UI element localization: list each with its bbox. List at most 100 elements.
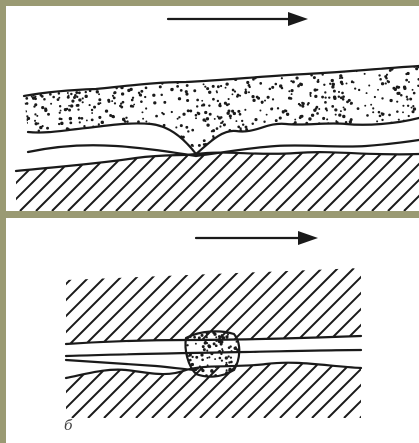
stipple-dot bbox=[153, 101, 156, 104]
stipple-dot bbox=[179, 143, 182, 146]
stipple-dot bbox=[337, 134, 340, 137]
stipple-dot bbox=[313, 130, 315, 132]
hatch-line bbox=[356, 151, 416, 211]
stipple-dot bbox=[159, 85, 162, 88]
hatch-line bbox=[38, 268, 114, 344]
stipple-dot bbox=[393, 137, 396, 140]
stipple-dot bbox=[32, 96, 35, 99]
stipple-dot bbox=[178, 97, 181, 100]
panel-label: б bbox=[64, 418, 73, 434]
stipple-dot bbox=[83, 78, 85, 80]
stipple-dot bbox=[74, 78, 77, 81]
hatch-line bbox=[344, 360, 402, 418]
stipple-dot bbox=[289, 70, 292, 73]
hatch-line bbox=[40, 360, 98, 418]
stipple-dot bbox=[208, 76, 211, 79]
stipple-dot bbox=[49, 93, 52, 96]
stipple-dot bbox=[257, 97, 260, 100]
stipple-dot bbox=[227, 377, 230, 380]
stipple-dot bbox=[215, 344, 218, 347]
stipple-dot bbox=[408, 115, 410, 117]
stipple-dot bbox=[275, 119, 278, 122]
stipple-dot bbox=[110, 76, 112, 78]
stipple-dot bbox=[227, 71, 230, 74]
stipple-dot bbox=[152, 94, 155, 97]
stipple-dot bbox=[291, 93, 293, 95]
stipple-dot bbox=[223, 123, 226, 126]
stipple-dot bbox=[406, 96, 408, 98]
stipple-dot bbox=[224, 155, 226, 157]
stipple-dot bbox=[380, 127, 383, 130]
stipple-dot bbox=[381, 82, 384, 85]
stipple-dot bbox=[188, 76, 190, 78]
stipple-dot bbox=[69, 121, 72, 124]
stipple-dot bbox=[324, 67, 326, 69]
lower-film-line bbox=[66, 360, 196, 370]
stipple-dot bbox=[270, 140, 272, 142]
stipple-dot bbox=[342, 134, 344, 136]
stipple-dot bbox=[342, 115, 345, 118]
stipple-dot bbox=[117, 130, 120, 133]
stipple-dot bbox=[88, 65, 91, 68]
top-diagram bbox=[6, 6, 419, 211]
stipple-dot bbox=[323, 84, 325, 86]
stipple-dot bbox=[45, 110, 47, 112]
stipple-dot bbox=[376, 120, 378, 122]
stipple-dot bbox=[267, 96, 270, 99]
stipple-dot bbox=[300, 134, 302, 136]
stipple-dot bbox=[202, 73, 204, 75]
stipple-dot bbox=[195, 114, 198, 117]
stipple-dot bbox=[232, 73, 235, 76]
stipple-dot bbox=[297, 135, 300, 138]
stipple-dot bbox=[78, 80, 80, 82]
stipple-dot bbox=[267, 69, 269, 71]
stipple-dot bbox=[139, 94, 142, 97]
stipple-dot bbox=[26, 102, 29, 105]
stipple-dot bbox=[281, 136, 284, 139]
stipple-dot bbox=[247, 67, 249, 69]
stipple-dot bbox=[228, 355, 230, 357]
stipple-dot bbox=[59, 112, 61, 114]
stipple-dot bbox=[385, 82, 387, 84]
stipple-dot bbox=[43, 98, 46, 101]
hatch-line bbox=[276, 151, 336, 211]
stipple-dot bbox=[400, 94, 403, 97]
stipple-dot bbox=[335, 114, 337, 116]
stipple-dot bbox=[89, 67, 92, 70]
stipple-dot bbox=[220, 116, 223, 119]
stipple-dot bbox=[335, 129, 337, 131]
stipple-dot bbox=[157, 74, 160, 77]
stipple-dot bbox=[145, 145, 147, 147]
stipple-dot bbox=[164, 71, 167, 74]
stipple-dot bbox=[415, 67, 418, 70]
stipple-dot bbox=[349, 127, 352, 130]
stipple-dot bbox=[73, 65, 76, 68]
stipple-dot bbox=[356, 140, 359, 143]
stipple-dot bbox=[386, 151, 388, 153]
stipple-dot bbox=[204, 339, 207, 342]
stipple-dot bbox=[405, 148, 408, 151]
stipple-dot bbox=[127, 89, 130, 92]
stipple-dot bbox=[269, 88, 272, 91]
stipple-dot bbox=[412, 105, 414, 107]
stipple-dot bbox=[121, 92, 124, 95]
stipple-dot bbox=[141, 111, 143, 113]
stipple-dot bbox=[381, 119, 383, 121]
stipple-dot bbox=[183, 364, 186, 367]
stipple-dot bbox=[217, 100, 219, 102]
stipple-dot bbox=[401, 137, 404, 140]
stipple-dot bbox=[78, 132, 80, 134]
stipple-dot bbox=[225, 356, 228, 359]
stipple-dot bbox=[238, 362, 240, 364]
stipple-dot bbox=[95, 141, 98, 144]
stipple-dot bbox=[70, 104, 73, 107]
hatch-line bbox=[6, 268, 82, 344]
motion-arrow-icon bbox=[196, 231, 318, 245]
stipple-dot bbox=[346, 101, 349, 104]
stipple-dot bbox=[77, 104, 80, 107]
stipple-dot bbox=[313, 109, 315, 111]
stipple-dot bbox=[38, 82, 41, 85]
stipple-dot bbox=[208, 356, 210, 358]
stipple-dot bbox=[302, 102, 305, 105]
